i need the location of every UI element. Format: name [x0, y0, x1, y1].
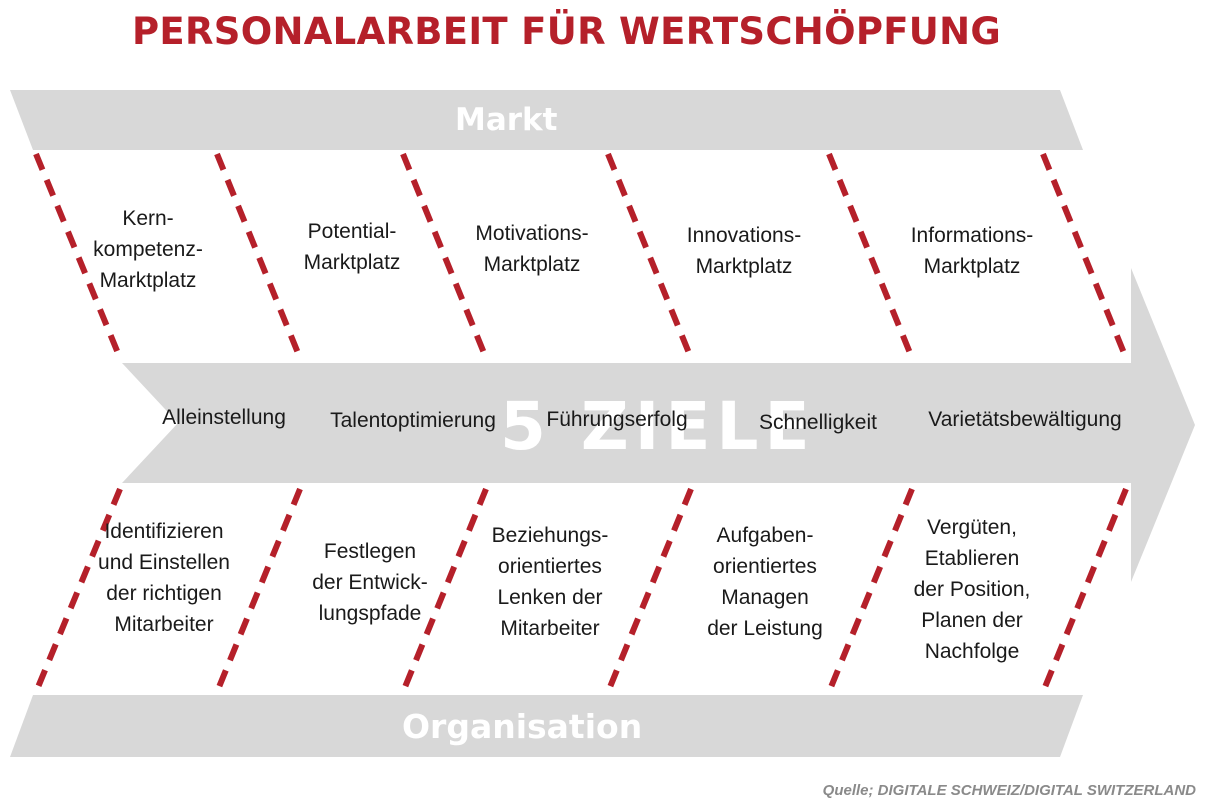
markt-band [10, 90, 1083, 150]
source-note: Quelle; DIGITALE SCHWEIZ/DIGITAL SWITZER… [822, 782, 1196, 799]
bottom-separator [605, 487, 694, 694]
top-cell-5: Informations- Marktplatz [911, 220, 1034, 282]
bottom-cell-line: lungspfade [318, 602, 422, 625]
bottom-cell-5: Vergüten, Etablieren der Position, Planen d… [914, 512, 1031, 667]
bottom-separator [1040, 487, 1129, 694]
bottom-cell-line: Aufgaben- [716, 524, 814, 547]
top-separator [605, 152, 694, 360]
bottom-cell-line: Etablieren [924, 547, 1020, 570]
top-separators [33, 152, 1129, 360]
bottom-cell-line: Beziehungs- [491, 524, 609, 547]
bottom-separator [33, 487, 123, 694]
bottom-cell-line: Planen der [921, 609, 1023, 632]
goal-label: Alleinstellung [162, 406, 286, 429]
goal-label: Talentoptimierung [330, 409, 496, 432]
bottom-separators [33, 487, 1129, 694]
top-cell-line: Motivations- [475, 222, 589, 245]
goal-label: Schnelligkeit [759, 411, 877, 434]
top-cell-line: Marktplatz [923, 255, 1021, 278]
top-separator [214, 152, 303, 360]
bottom-cell-line: orientiertes [713, 555, 817, 578]
bottom-cell-line: Vergüten, [927, 516, 1017, 539]
top-separator [1040, 152, 1129, 360]
bottom-separator [214, 487, 303, 694]
goal-label: Führungserfolg [546, 408, 688, 431]
top-cell-line: Potential- [307, 220, 397, 243]
bottom-cell-line: und Einstellen [98, 551, 230, 574]
page-title: PERSONALARBEIT FÜR WERTSCHÖPFUNG [132, 10, 1002, 53]
bottom-cell-line: der Entwick- [312, 571, 428, 594]
bottom-cell-line: orientiertes [498, 555, 602, 578]
top-cell-line: Innovations- [686, 224, 802, 247]
top-separator [826, 152, 915, 360]
top-cell-2: Potential- Marktplatz [304, 216, 401, 278]
goals-arrow [122, 268, 1195, 582]
bottom-cell-line: der Leistung [707, 617, 823, 640]
center-label: 5 ZIELE [500, 388, 816, 465]
bottom-cell-2: Festlegen der Entwick-lungspfade [312, 536, 428, 629]
bottom-cell-line: Lenken der [497, 586, 603, 609]
organisation-band [10, 695, 1083, 757]
top-separator [33, 152, 123, 360]
top-cell-1: Kern-kompetenz- Marktplatz [93, 203, 203, 296]
top-cell-line: Marktplatz [483, 253, 581, 276]
bottom-cell-line: Festlegen [323, 540, 417, 563]
bottom-cell-line: der richtigen [106, 582, 222, 605]
bottom-cell-line: Nachfolge [924, 640, 1020, 663]
organisation-label: Organisation [402, 707, 643, 746]
top-cell-3: Motivations- Marktplatz [475, 218, 588, 280]
top-cell-line: Marktplatz [303, 251, 401, 274]
bottom-cell-1: Identifizieren und Einstellen der richtige… [98, 516, 230, 640]
top-cell-line: Informations- [910, 224, 1034, 247]
bottom-cell-line: Mitarbeiter [500, 617, 600, 640]
top-cell-line: Marktplatz [695, 255, 793, 278]
bottom-cell-line: Mitarbeiter [114, 613, 214, 636]
bottom-cell-line: Identifizieren [104, 520, 224, 543]
top-cell-line: kompetenz- [93, 238, 203, 261]
top-cell-line: Marktplatz [99, 269, 197, 292]
bottom-separator [400, 487, 489, 694]
top-cell-4: Innovations- Marktplatz [687, 220, 801, 282]
bottom-cell-line: der Position, [913, 578, 1031, 601]
top-separator [400, 152, 489, 360]
bottom-cell-line: Managen [721, 586, 809, 609]
markt-label: Markt [455, 102, 558, 138]
goal-label: Varietätsbewältigung [928, 408, 1122, 431]
bottom-separator [826, 487, 915, 694]
top-cell-line: Kern- [122, 207, 174, 230]
